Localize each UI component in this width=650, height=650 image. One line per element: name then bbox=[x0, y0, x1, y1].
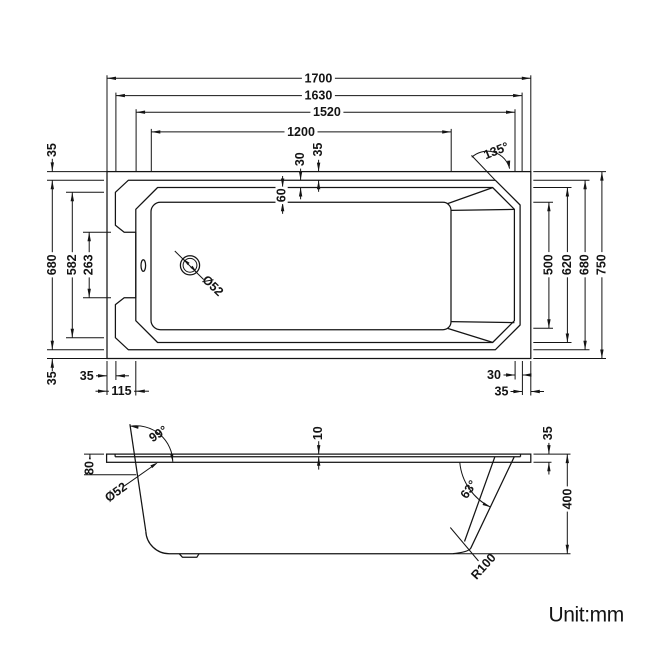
svg-text:620: 620 bbox=[560, 254, 574, 275]
svg-text:1700: 1700 bbox=[304, 71, 332, 85]
svg-text:263: 263 bbox=[82, 254, 96, 275]
svg-text:35: 35 bbox=[495, 385, 509, 399]
svg-text:30: 30 bbox=[293, 152, 307, 166]
svg-text:35: 35 bbox=[311, 143, 325, 157]
svg-text:35: 35 bbox=[45, 371, 59, 385]
svg-text:35: 35 bbox=[80, 369, 94, 383]
svg-text:750: 750 bbox=[595, 254, 609, 275]
svg-text:1630: 1630 bbox=[304, 89, 332, 103]
svg-text:500: 500 bbox=[542, 254, 556, 275]
svg-text:80: 80 bbox=[82, 461, 96, 475]
svg-text:10: 10 bbox=[311, 426, 325, 440]
svg-text:1520: 1520 bbox=[313, 105, 341, 119]
svg-text:60: 60 bbox=[275, 188, 289, 202]
svg-text:115: 115 bbox=[111, 384, 131, 398]
svg-text:30: 30 bbox=[487, 368, 501, 382]
svg-text:680: 680 bbox=[45, 254, 59, 275]
svg-text:1200: 1200 bbox=[287, 125, 315, 139]
svg-text:680: 680 bbox=[578, 254, 592, 275]
svg-text:35: 35 bbox=[541, 426, 555, 440]
svg-text:Unit:mm: Unit:mm bbox=[549, 604, 624, 627]
svg-text:400: 400 bbox=[560, 489, 574, 510]
svg-text:35: 35 bbox=[45, 143, 59, 157]
svg-text:582: 582 bbox=[65, 254, 79, 275]
